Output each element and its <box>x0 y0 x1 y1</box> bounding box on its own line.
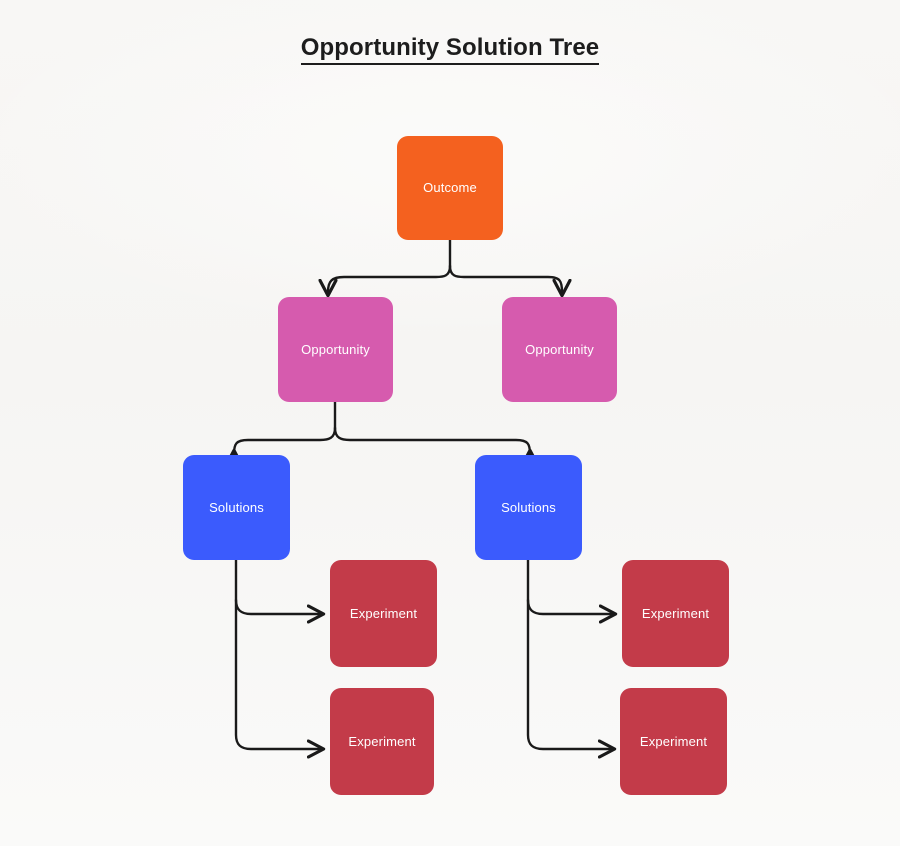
node-experiment-1-label: Experiment <box>349 605 418 621</box>
edge-outcome-opportunity-1 <box>318 264 452 298</box>
edge-opportunity-1-solutions-2 <box>333 426 540 468</box>
node-experiment-4[interactable]: Experiment <box>620 688 727 795</box>
node-experiment-3[interactable]: Experiment <box>622 560 729 667</box>
node-solutions-2-label: Solutions <box>501 499 556 515</box>
node-experiment-3-label: Experiment <box>641 605 710 621</box>
edge-opportunity-1-solutions-1 <box>224 426 337 468</box>
node-opportunity-1[interactable]: Opportunity <box>278 297 393 402</box>
edge-solutions-2-experiment-3 <box>526 598 618 624</box>
node-outcome-label: Outcome <box>423 180 477 196</box>
page-title: Opportunity Solution Tree <box>0 34 900 65</box>
node-experiment-1[interactable]: Experiment <box>330 560 437 667</box>
edge-solutions-1-experiment-2 <box>234 558 326 759</box>
node-outcome[interactable]: Outcome <box>397 136 503 240</box>
node-solutions-1-label: Solutions <box>209 499 264 515</box>
node-opportunity-2-label: Opportunity <box>525 341 594 357</box>
node-experiment-2-label: Experiment <box>348 733 416 749</box>
node-opportunity-2[interactable]: Opportunity <box>502 297 617 402</box>
node-solutions-2[interactable]: Solutions <box>475 455 582 560</box>
edge-solutions-2-experiment-4 <box>526 558 617 759</box>
node-experiment-2[interactable]: Experiment <box>330 688 434 795</box>
page-title-text: Opportunity Solution Tree <box>300 34 600 65</box>
node-opportunity-1-label: Opportunity <box>301 341 370 357</box>
node-experiment-4-label: Experiment <box>639 733 708 749</box>
edge-solutions-1-experiment-1 <box>234 598 326 624</box>
edge-outcome-opportunity-2 <box>448 264 572 298</box>
node-solutions-1[interactable]: Solutions <box>183 455 290 560</box>
